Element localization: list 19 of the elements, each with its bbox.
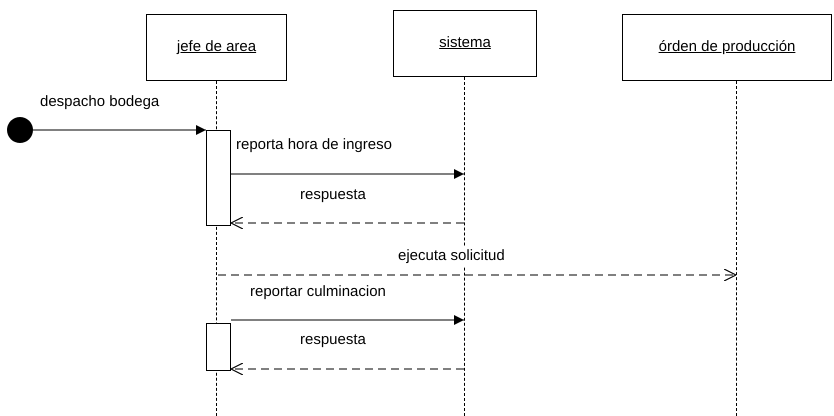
lifeline (736, 81, 738, 416)
participant-name: jefe de area (176, 37, 256, 58)
activation-bar (206, 130, 231, 226)
message-arrow (230, 169, 464, 179)
message-arrow (32, 125, 206, 135)
message-arrow (230, 216, 464, 230)
message-arrow (230, 315, 464, 325)
participant-box (146, 14, 287, 81)
message-label: despacho bodega (40, 92, 160, 112)
participant-name: sistema (439, 33, 491, 54)
participant-box (393, 10, 537, 77)
message-label: ejecuta solicitud (398, 246, 505, 266)
message-arrow (230, 362, 464, 376)
participant-box (622, 14, 832, 81)
activation-bar (206, 323, 231, 371)
message-label: reporta hora de ingreso (236, 135, 392, 155)
participant-name: órden de producción (658, 37, 796, 58)
message-arrow (218, 268, 737, 282)
message-label: reportar culminacion (250, 282, 386, 302)
